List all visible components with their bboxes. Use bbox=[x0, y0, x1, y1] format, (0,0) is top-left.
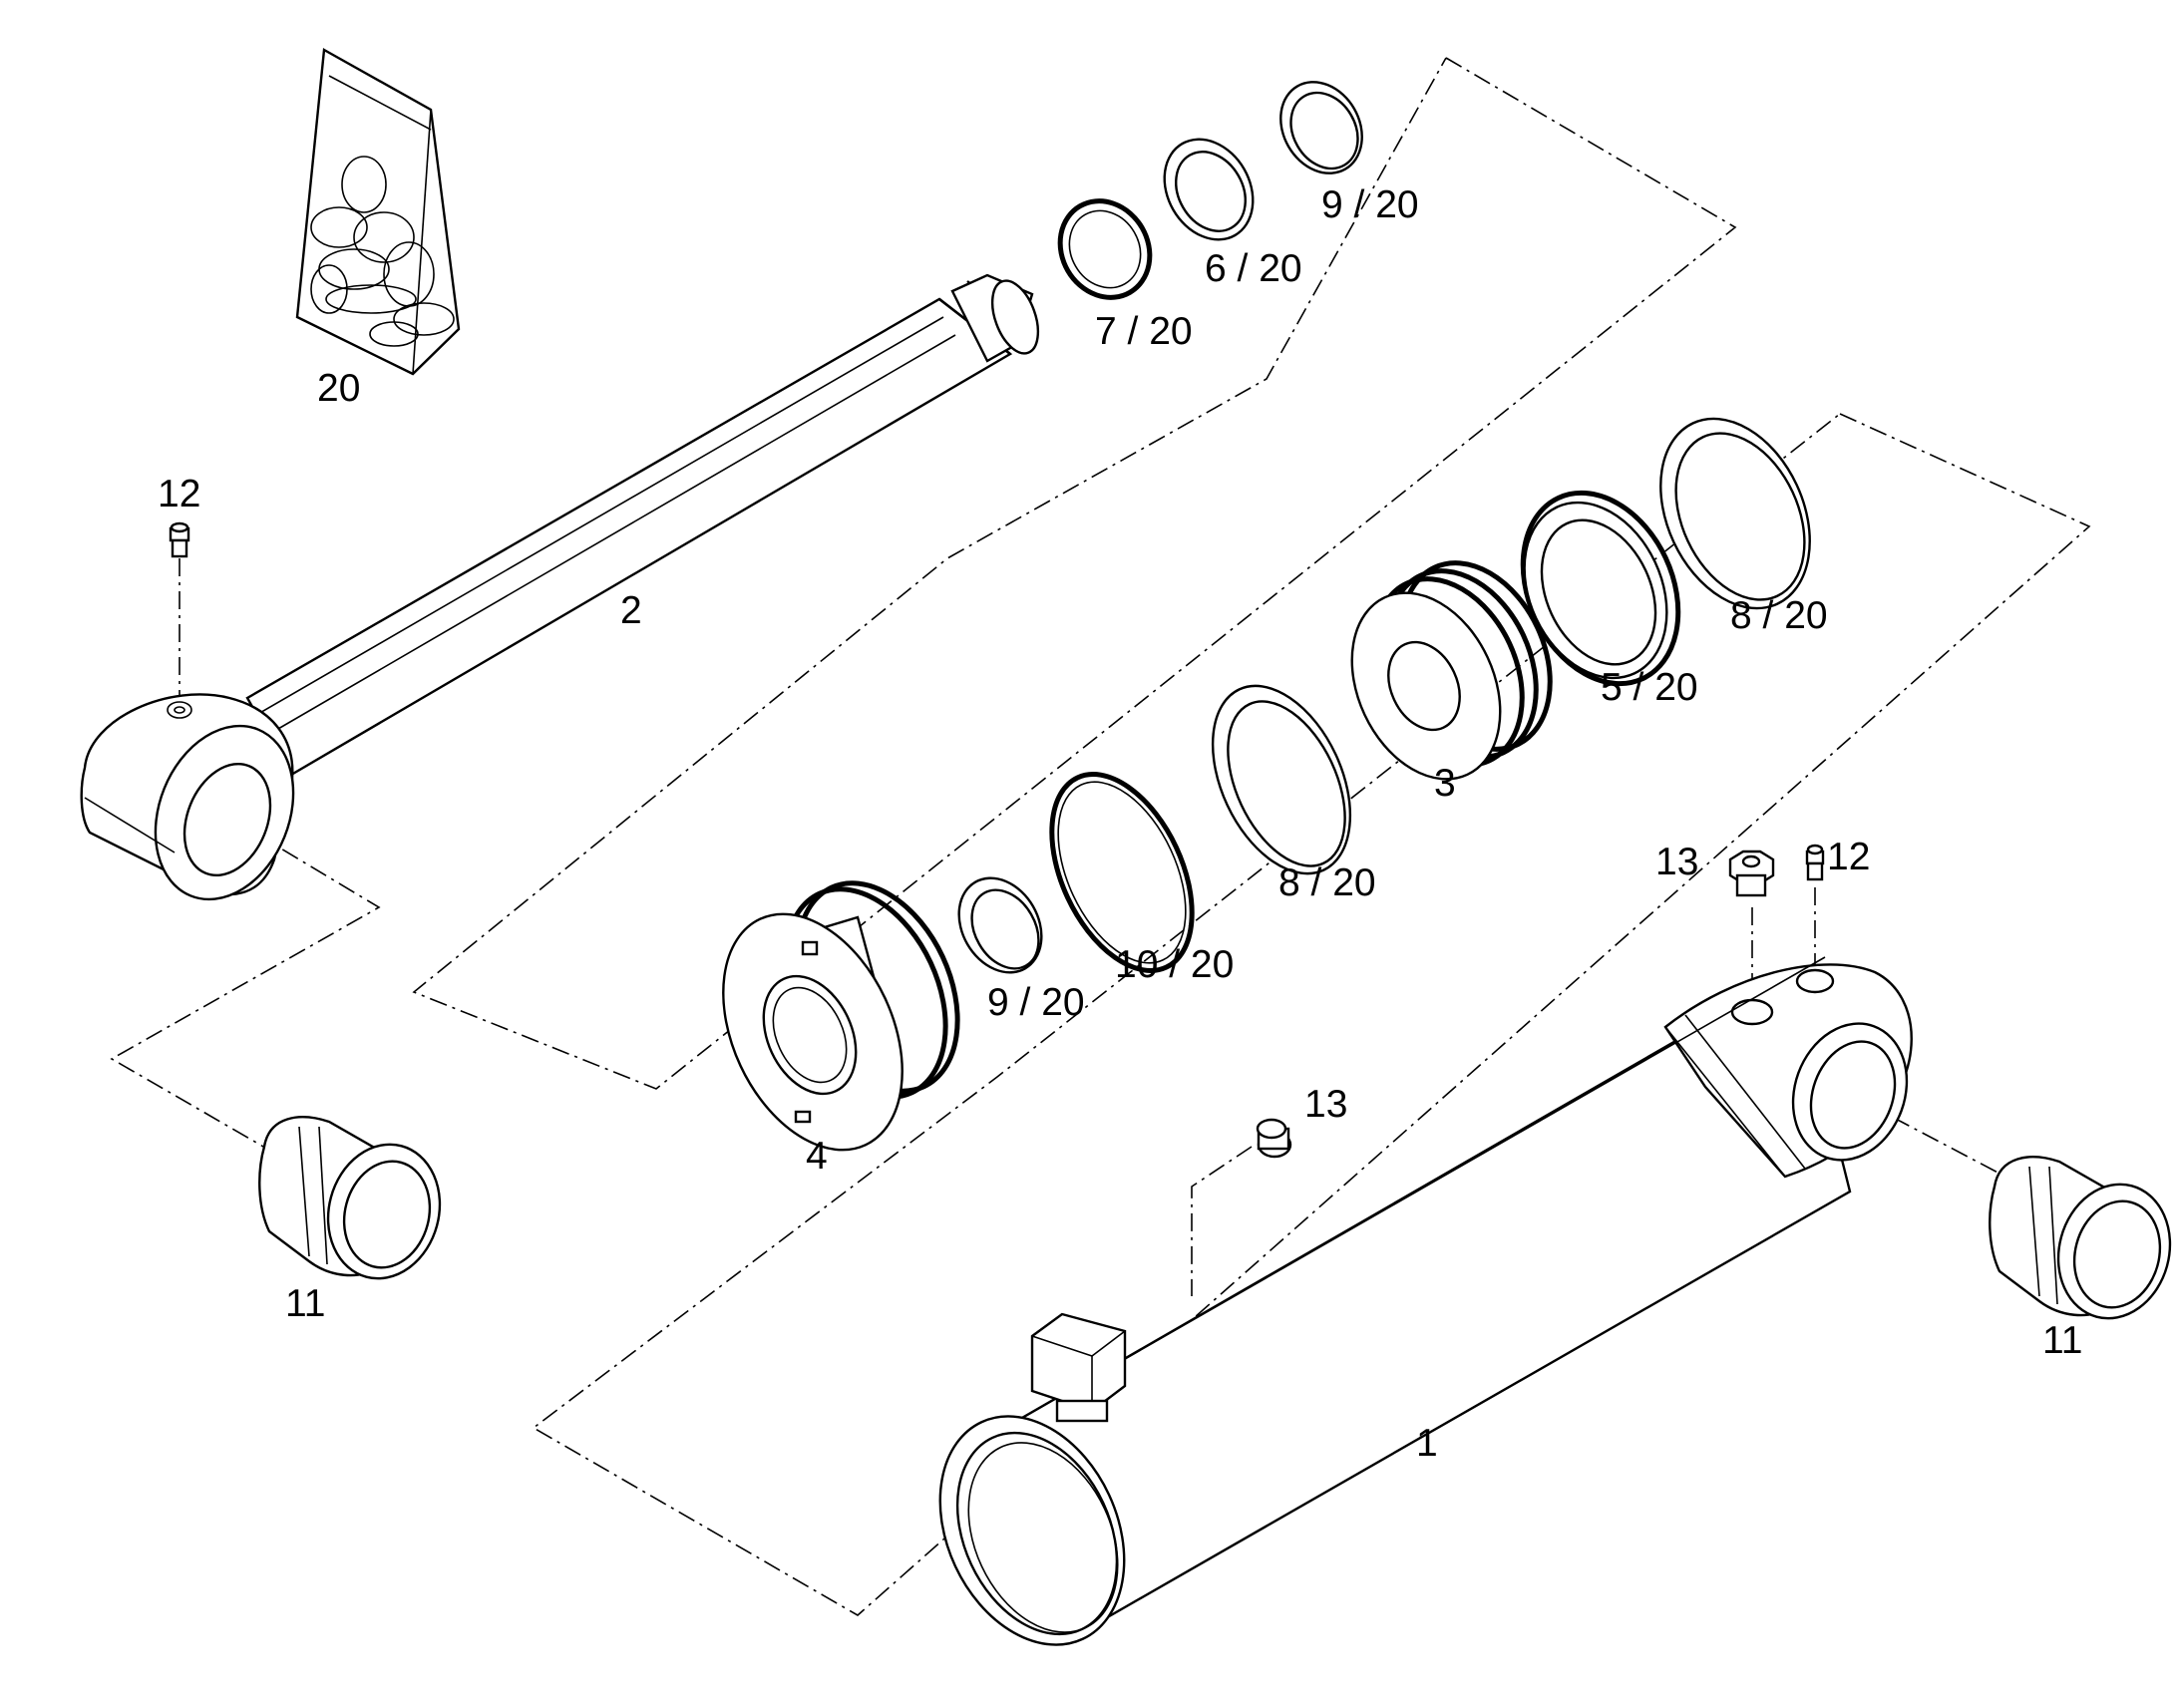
label-plug-top: 13 bbox=[1655, 841, 1698, 883]
label-tube: 1 bbox=[1416, 1422, 1438, 1465]
plug-side bbox=[1256, 1118, 1292, 1159]
guide-ring-head bbox=[957, 876, 1043, 974]
label-bushing-left: 11 bbox=[285, 1282, 326, 1325]
label-piston-seal: 5 / 20 bbox=[1601, 666, 1698, 709]
label-grease-nipple-rod: 12 bbox=[158, 473, 200, 515]
label-piston: 3 bbox=[1434, 762, 1456, 805]
wiper-top bbox=[1163, 138, 1255, 241]
bushing-right bbox=[1989, 1156, 2172, 1320]
label-rod: 2 bbox=[620, 589, 642, 632]
label-wiper-top: 6 / 20 bbox=[1205, 247, 1302, 290]
rod-assembly-frame bbox=[412, 57, 1737, 1090]
part-labels: 20 9 / 20 6 / 20 7 / 20 2 12 8 / 20 5 / … bbox=[158, 183, 2083, 1465]
label-o-ring: 10 / 20 bbox=[1115, 943, 1234, 986]
rod-seal-top bbox=[1057, 198, 1153, 300]
label-guide-ring-top: 9 / 20 bbox=[1321, 183, 1419, 226]
label-bag: 20 bbox=[317, 367, 360, 410]
cylinder-tube bbox=[938, 956, 1913, 1646]
label-grease-nipple-tube: 12 bbox=[1827, 836, 1870, 878]
label-guide-ring-right: 8 / 20 bbox=[1730, 594, 1828, 637]
plug-top bbox=[1728, 850, 1775, 897]
label-head: 4 bbox=[806, 1135, 828, 1178]
piston-rod bbox=[80, 273, 1040, 901]
seal-kit-bag bbox=[295, 48, 461, 376]
cylinder-head bbox=[722, 880, 960, 1152]
guide-ring-mid bbox=[1211, 684, 1352, 875]
plug-axis-side bbox=[1191, 1146, 1253, 1296]
bushing-left bbox=[258, 1116, 442, 1280]
label-plug-side: 13 bbox=[1304, 1083, 1347, 1126]
label-guide-ring-mid: 8 / 20 bbox=[1278, 861, 1376, 904]
o-ring bbox=[1049, 772, 1195, 973]
piston bbox=[1350, 560, 1553, 781]
guide-ring-right bbox=[1659, 417, 1811, 610]
grease-nipple-rod bbox=[169, 521, 190, 558]
label-guide-ring-head: 9 / 20 bbox=[987, 981, 1085, 1024]
label-bushing-right: 11 bbox=[2042, 1319, 2083, 1362]
guide-ring-top bbox=[1279, 81, 1363, 174]
grease-nipple-tube bbox=[1805, 844, 1825, 881]
label-rod-seal-top: 7 / 20 bbox=[1095, 310, 1193, 353]
eye-bushing-frame bbox=[110, 832, 381, 1156]
